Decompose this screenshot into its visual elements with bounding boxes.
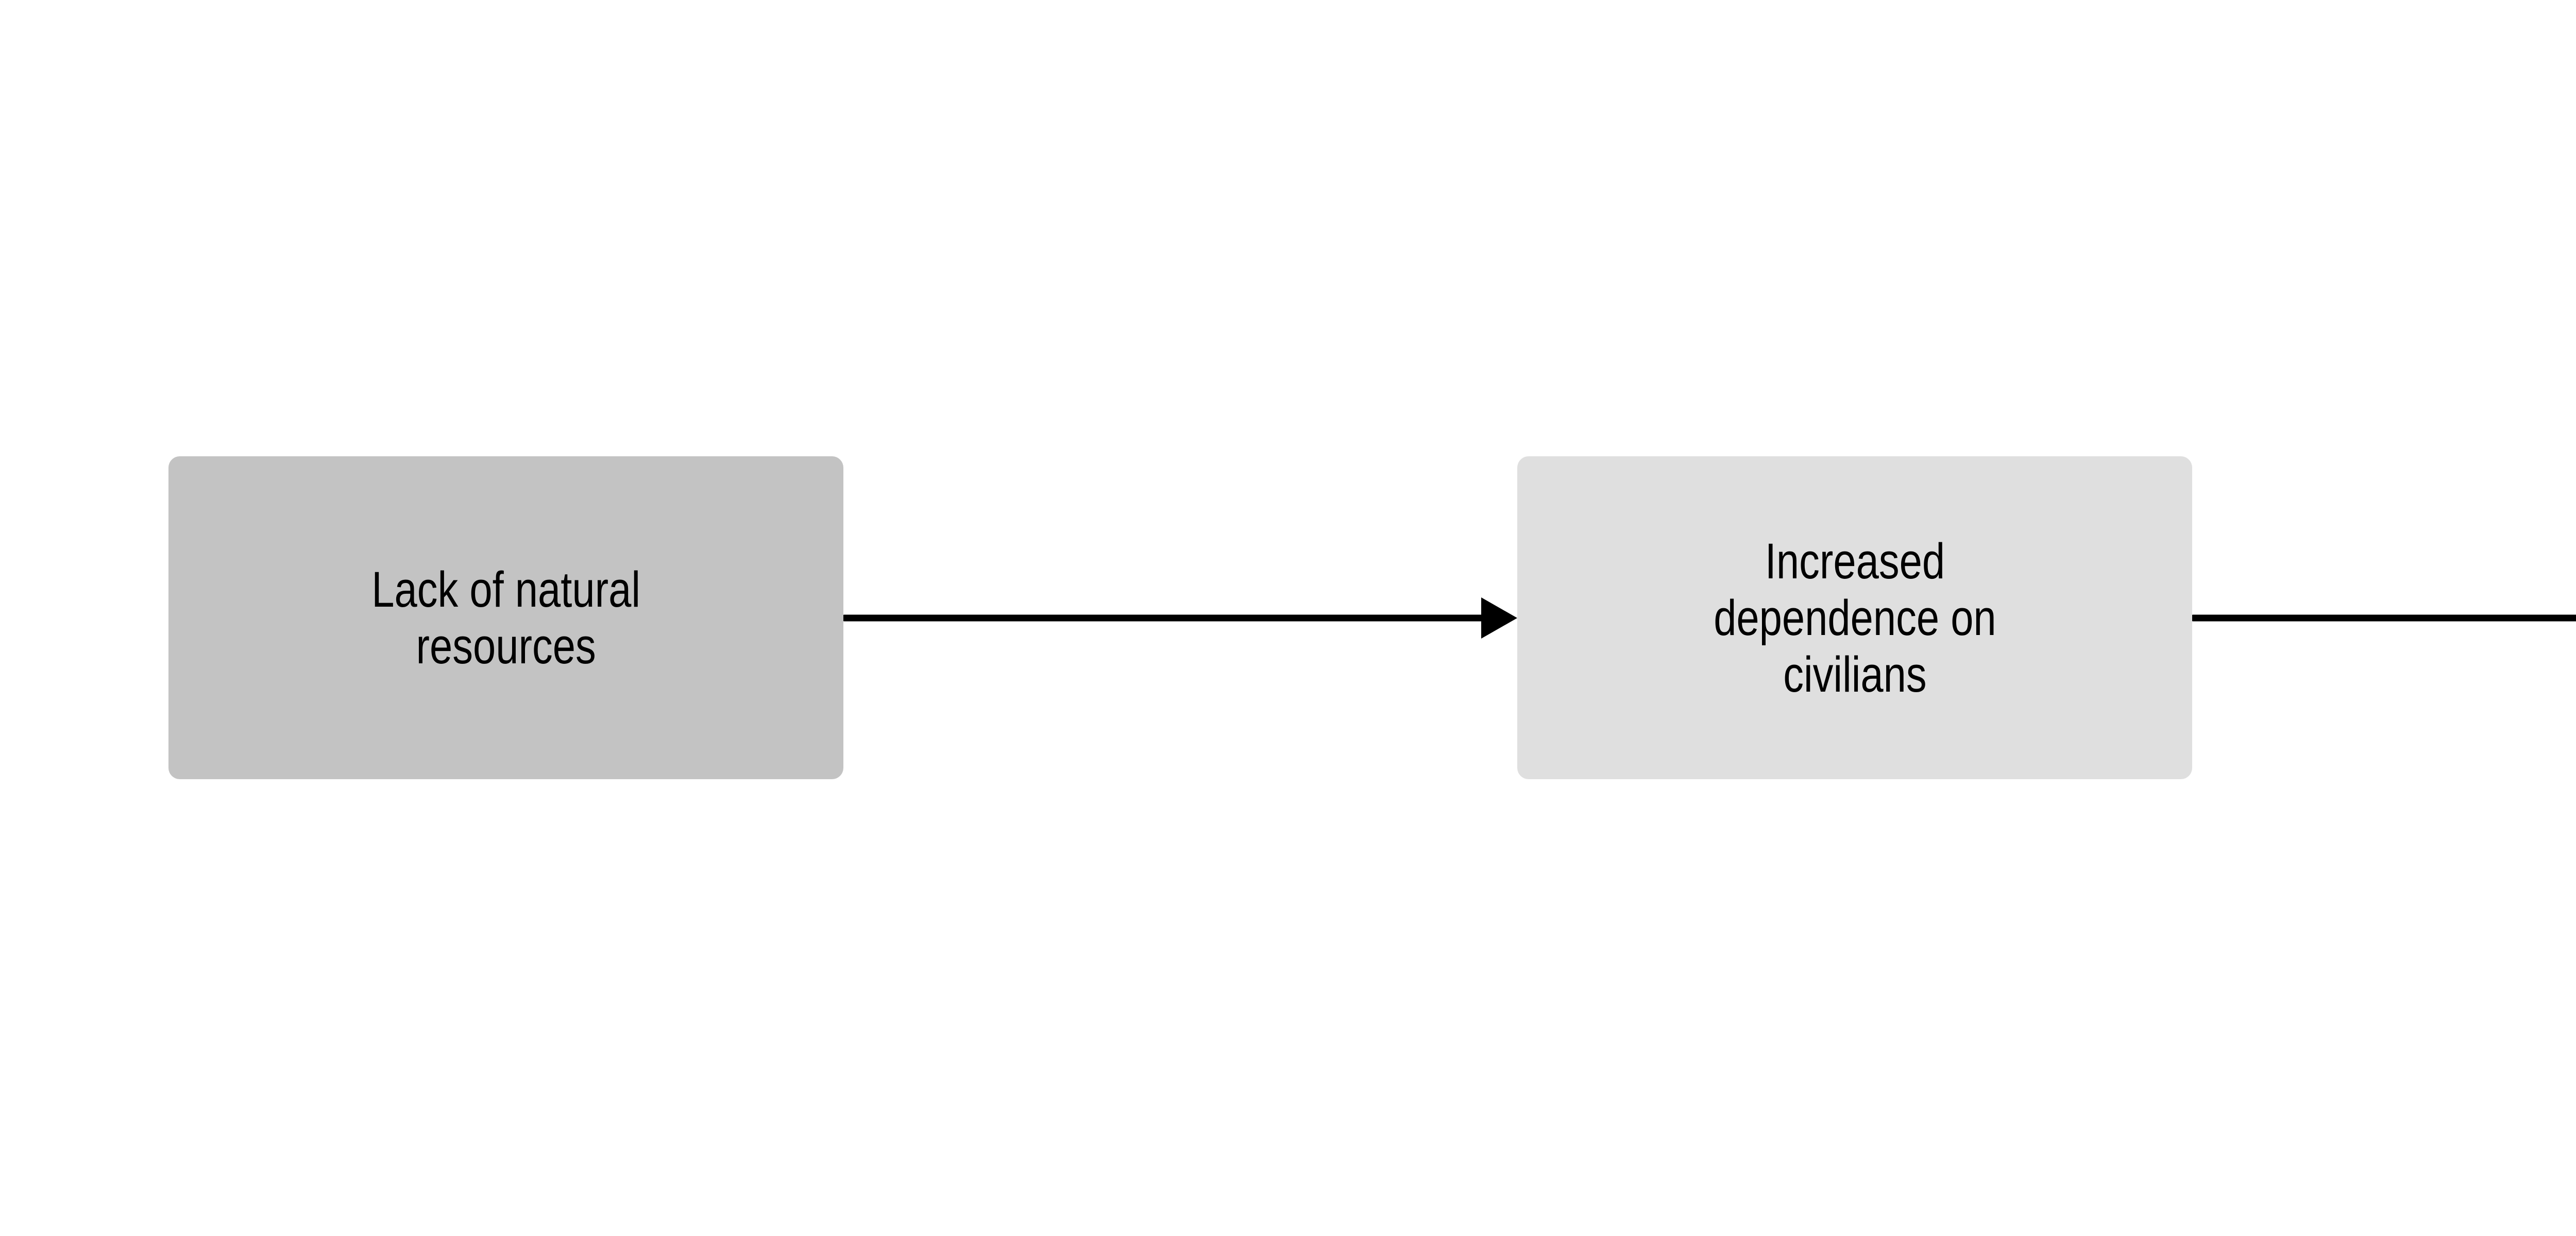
flow-node-label: Increased dependence on civilians [1713, 533, 1996, 702]
flow-edge-dependence-to-governance [2190, 582, 2576, 654]
flow-node-lack-of-natural-resources[interactable]: Lack of natural resources [168, 456, 843, 779]
flow-node-label: Lack of natural resources [371, 561, 640, 674]
arrow-connector-icon [841, 597, 1517, 639]
arrow-connector-icon [2190, 614, 2576, 622]
flow-edge-resources-to-dependence [841, 582, 1517, 654]
arrow-head-icon [1481, 597, 1517, 639]
flow-node-increased-dependence-on-civilians[interactable]: Increased dependence on civilians [1517, 456, 2192, 779]
